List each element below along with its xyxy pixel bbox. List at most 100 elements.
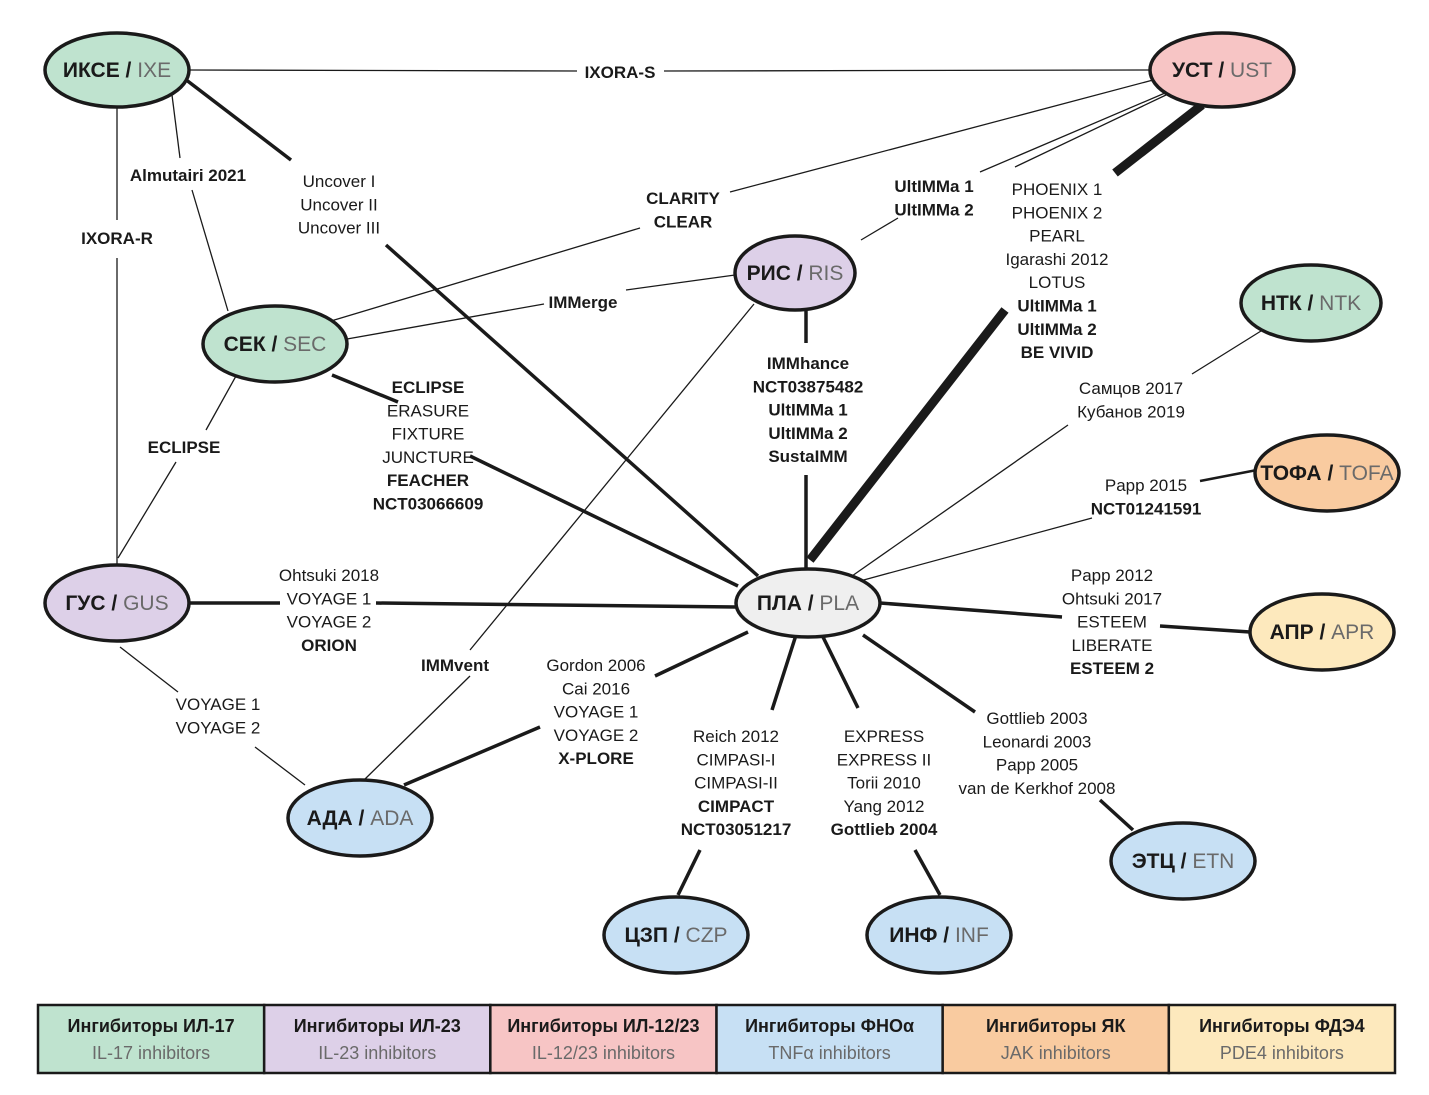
node-sec-ru: СЕК [224,333,266,356]
node-tofa: ТОФА / TOFA [1253,433,1401,513]
legend-item-1-ru: Ингибиторы ИЛ-17 [68,1016,235,1036]
node-sec-label: СЕК / SEC [224,333,327,356]
edge-etn-pla-seg1 [862,633,976,714]
label-inf-pla-line-1: EXPRESS [844,727,924,746]
node-apr: АПР / APR [1248,592,1396,672]
node-ris-label: РИС / RIS [747,262,844,285]
label-gus-ada-line-1: VOYAGE 1 [176,695,261,714]
node-gus-en: GUS [123,592,169,615]
label-sec-pla-line-1: ECLIPSE [392,378,465,397]
label-inf-pla-line-5: Gottlieb 2004 [831,820,938,839]
edge-ust-ris-seg2 [860,217,899,241]
label-etn-pla-line-3: Papp 2005 [996,756,1078,775]
node-ada: АДА / ADA [286,778,434,858]
label-etn-pla-line-4: van de Kerkhof 2008 [959,779,1116,798]
legend-item-6-en: PDE4 inhibitors [1220,1043,1344,1063]
edge-ust-sec-seg1 [729,79,1154,193]
edge-sec-pla-seg2 [469,454,739,588]
label-ust-pla-line-8: BE VIVID [1021,343,1094,362]
node-inf-separator: / [937,924,955,947]
label-clarity-line-2: CLEAR [654,212,713,231]
label-ris-pla-line-4: UltIMMa 2 [768,424,847,443]
label-czp-pla-line-3: CIMPASI-II [694,774,778,793]
node-sec-separator: / [266,333,284,356]
node-tofa-en: TOFA [1339,462,1393,485]
label-ixora-r: IXORA-R [81,229,153,248]
label-uncover-line-3: Uncover III [298,219,380,238]
label-ust-pla-line-5: LOTUS [1029,273,1086,292]
node-ixe-label: ИКСЕ / IXE [63,59,171,82]
node-gus-label: ГУС / GUS [65,592,168,615]
node-czp-separator: / [668,924,686,947]
node-ris-ellipse [733,234,857,312]
label-etn-pla-line-2: Leonardi 2003 [983,732,1092,751]
label-immerge-line-1: IMMerge [549,293,618,312]
node-inf-en: INF [955,924,989,947]
label-gus-pla-line-1: Ohtsuki 2018 [279,566,379,585]
legend-item-5-ru: Ингибиторы ЯК [986,1016,1126,1036]
node-ixe-separator: / [120,59,138,82]
label-ultimma-ust-ris-line-2: UltIMMa 2 [894,200,973,219]
node-etn-en: ETN [1192,850,1234,873]
label-ris-pla-line-1: IMMhance [767,354,849,373]
node-gus-ru: ГУС [65,592,105,615]
label-apr-pla-line-1: Papp 2012 [1071,566,1153,585]
label-ust-pla-line-1: PHOENIX 1 [1012,180,1103,199]
node-pla: ПЛА / PLA [734,567,882,639]
label-apr-pla-line-2: Ohtsuki 2017 [1062,589,1162,608]
label-uncover-line-2: Uncover II [300,195,377,214]
edge-ixe-pla-seg1 [183,77,293,162]
edge-ust-ris-seg1 [979,92,1166,173]
edge-ust-sec-seg2 [330,227,641,322]
node-etn: ЭТЦ / ETN [1109,821,1257,901]
edge-inf-pla-seg2 [913,849,942,896]
edge-apr-pla-seg2 [1159,624,1251,634]
label-eclipse: ECLIPSE [148,438,221,457]
node-inf-label: ИНФ / INF [889,924,989,947]
legend-item-2-en: IL-23 inhibitors [318,1043,436,1063]
node-czp-en: CZP [686,924,728,947]
label-ntk-pla-line-1: Самцов 2017 [1079,379,1183,398]
edge-ixe-sec-seg1 [171,94,181,159]
label-ntk-pla-line-2: Кубанов 2019 [1077,402,1185,421]
edge-ixe-ust-seg1 [188,69,578,72]
label-ust-pla-line-7: UltIMMa 2 [1017,320,1096,339]
node-ada-separator: / [353,807,371,830]
label-czp-pla-line-2: CIMPASI-I [696,750,775,769]
node-ust-ru: УСТ [1172,59,1213,82]
node-ntk-label: НТК / NTK [1261,292,1361,315]
node-ris: РИС / RIS [733,234,857,312]
label-immerge: IMMerge [549,293,618,312]
node-inf-ellipse [865,895,1013,975]
node-pla-ru: ПЛА [757,592,802,615]
node-apr-ru: АПР [1270,621,1314,644]
node-inf-ru: ИНФ [889,924,937,947]
legend-item-4-ru: Ингибиторы ФНОα [745,1016,914,1036]
legend-swatch-2 [262,1003,492,1075]
label-ultimma-ust-ris-line-1: UltIMMa 1 [894,177,973,196]
legend-swatch-6 [1167,1003,1397,1075]
edge-sec-ris-seg2 [625,274,736,291]
label-czp-pla-line-4: CIMPACT [698,797,775,816]
node-ntk: НТК / NTK [1239,263,1383,343]
label-ada-pla-line-3: VOYAGE 1 [554,703,639,722]
node-ixe: ИКСЕ / IXE [43,31,191,109]
label-ris-pla-line-3: UltIMMa 1 [768,401,847,420]
label-apr-pla-line-4: LIBERATE [1072,636,1153,655]
legend-item-4-en: TNFα inhibitors [768,1043,890,1063]
edge-sec-gus-seg1 [205,375,237,431]
label-almutairi-line-1: Almutairi 2021 [130,166,246,185]
edge-czp-pla-seg2 [676,849,702,896]
node-ust-label: УСТ / UST [1172,59,1272,82]
label-ada-pla-line-2: Cai 2016 [562,679,630,698]
label-immvent: IMMvent [421,656,489,675]
edge-ada-pla-seg1 [403,725,541,787]
label-ada-pla-line-4: VOYAGE 2 [554,726,639,745]
node-pla-separator: / [802,592,820,615]
